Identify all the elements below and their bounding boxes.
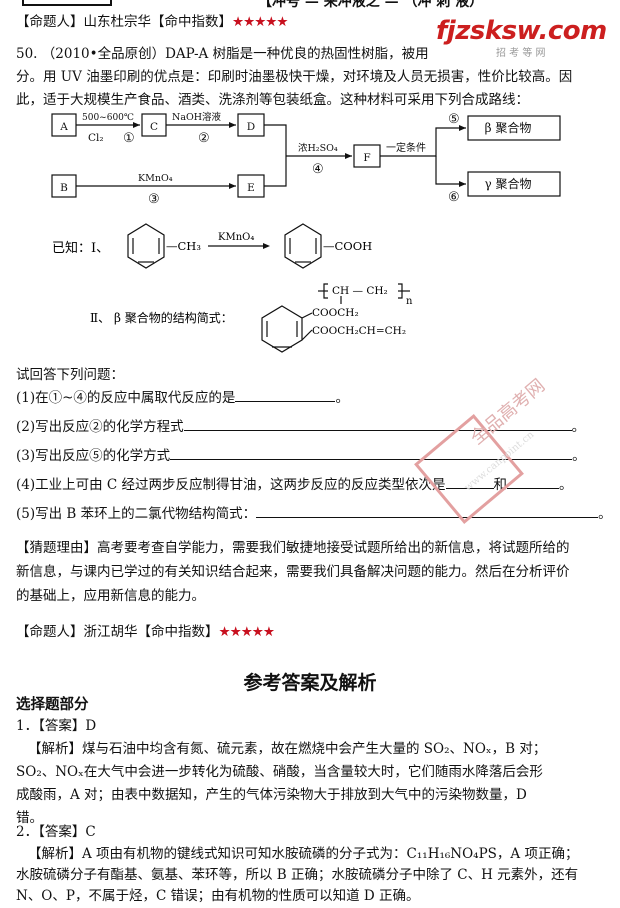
label-A: A: [59, 121, 68, 133]
answer-blank-5[interactable]: [256, 505, 599, 518]
label-D: D: [247, 121, 255, 133]
question-5: (5)写出 B 苯环上的二氯代物结构简式：。: [16, 505, 612, 522]
page-header: 【冲号 — 来冲液之 — （冲 刺 液）: [0, 0, 620, 18]
rating-stars: ★★★★★: [232, 14, 289, 30]
cond-A-C-bottom: Cl₂: [88, 132, 104, 144]
author-line: 【命题人】山东杜宗华【命中指数】★★★★★: [16, 13, 289, 31]
question-2-text: (2)写出反应②的化学方程式: [16, 419, 184, 435]
answer-1-line-2: SO₂、NOₓ在大气中会进一步转化为硫酸、硝酸，当含量较大时，它们随雨水降落后会…: [16, 764, 543, 780]
question-3: (3)写出反应⑤的化学方式。: [16, 447, 586, 464]
synthesis-scheme: A C D B E F β 聚合物 γ 聚合物 500~600℃ Cl₂ ① N…: [51, 111, 561, 205]
label-beta-polymer: β 聚合物: [485, 120, 532, 135]
answer-1-line-4: 错。: [16, 810, 43, 826]
question-4-text: (4)工业上可由 C 经过两步反应制得甘油，这两步反应的反应类型依次是: [16, 477, 446, 493]
answer-1-line-1: 【解析】煤与石油中均含有氮、硫元素，故在燃烧中会产生大量的 SO₂、NOₓ，B …: [28, 741, 547, 757]
author2-text: 【命题人】浙江胡华【命中指数】: [16, 624, 219, 640]
step-3: ③: [148, 192, 160, 205]
watermark-seal-text: 全品高考网: [466, 375, 550, 450]
known1-reagent: KMnO₄: [218, 232, 254, 243]
author-text: 【命题人】山东杜宗华【命中指数】: [16, 14, 232, 30]
repeat-n: n: [406, 296, 413, 307]
cond-B-E-top: KMnO₄: [138, 173, 173, 184]
answer-blank-4b[interactable]: [507, 476, 560, 489]
polymer-chain: CH — CH₂: [332, 285, 388, 297]
ester-group-2: COOCH₂CH=CH₂: [312, 325, 406, 337]
question-3-text: (3)写出反应⑤的化学方式: [16, 448, 171, 464]
answer-blank-3[interactable]: [170, 447, 573, 460]
question-1-text: (1)在①~④的反应中属取代反应的是: [16, 390, 236, 406]
ester-group-1: COOCH₂: [312, 307, 359, 319]
methyl-group: —CH₃: [166, 239, 201, 253]
answer-2-line-1: 【解析】A 项由有机物的键线式知识可知水胺硫磷的分子式为：C₁₁H₁₆NO₄PS…: [28, 846, 579, 862]
box-beta: [467, 115, 561, 141]
question-4-and: 和: [493, 477, 508, 493]
answer-2-head: 2．【答案】C: [16, 824, 96, 840]
question-2: (2)写出反应②的化学方程式。: [16, 418, 586, 435]
beta-polymer-structure: Ⅱ、 β 聚合物的结构简式： CH — CH₂ n COOCH₂ COOCH₂C…: [90, 283, 413, 353]
reason-line-2: 新信息，与课内已学过的有关知识结合起来，需要我们具备解决问题的能力。然后在分析评…: [16, 564, 570, 580]
answer-blank-4a[interactable]: [445, 476, 494, 489]
cond-F-other: 一定条件: [386, 141, 426, 154]
reason-line-1: 【猜题理由】高考要考查自学能力，需要我们敏捷地接受试题所给出的新信息，将试题所给…: [16, 540, 570, 556]
site-logo[interactable]: fjzsksw.com: [436, 16, 607, 46]
carboxyl-group: —COOH: [323, 239, 372, 253]
cond-A-C-top: 500~600℃: [82, 113, 134, 123]
step-4: ④: [312, 162, 324, 177]
label-B: B: [60, 182, 68, 194]
step-6: ⑥: [448, 190, 460, 205]
benzoic-acid-ring: [284, 223, 322, 269]
question-5-text: (5)写出 B 苯环上的二氯代物结构简式：: [16, 506, 257, 522]
answer-1-line-3: 成酸雨，A 对；由表中数据知，产生的气体污染物大于排放到大气中的污染物数量，D: [16, 787, 527, 803]
label-E: E: [247, 182, 255, 194]
author-line-2: 【命题人】浙江胡华【命中指数】★★★★★: [16, 623, 276, 641]
site-logo-subtitle: 招 考 等 网: [496, 48, 546, 59]
step-1: ①: [123, 131, 135, 146]
answer-blank-1[interactable]: [235, 389, 336, 402]
known1-label: 已知：Ⅰ、: [52, 240, 109, 256]
step-5: ⑤: [448, 112, 460, 127]
step-2: ②: [198, 131, 210, 146]
questions-prompt: 试回答下列问题：: [16, 367, 124, 383]
answer-2-line-3: N、O、P，不属于烃，C 错误；由有机物的性质可以知道 D 正确。: [16, 888, 420, 904]
question-intro-1: 50. （2010•全品原创）DAP-A 树脂是一种优良的热固性树脂，被用: [16, 46, 429, 62]
label-gamma-polymer: γ 聚合物: [485, 176, 532, 191]
box-gamma: [467, 171, 561, 197]
answer-1-head: 1．【答案】D: [16, 718, 97, 734]
toluene-ring: [127, 223, 165, 269]
question-1: (1)在①~④的反应中属取代反应的是。: [16, 389, 349, 406]
label-C: C: [150, 121, 158, 133]
question-4: (4)工业上可由 C 经过两步反应制得甘油，这两步反应的反应类型依次是和。: [16, 476, 573, 493]
answer-2-line-2: 水胺硫磷分子有酯基、氨基、苯环等，所以 B 正确；水胺硫磷分子中除了 C、H 元…: [16, 867, 579, 883]
reason-line-3: 的基础上，应用新信息的能力。: [16, 588, 205, 604]
answers-title: 参考答案及解析: [243, 672, 377, 694]
answer-blank-2[interactable]: [183, 418, 572, 431]
cond-E-F-top: 浓H₂SO₄: [298, 142, 338, 154]
rating-stars-2: ★★★★★: [218, 624, 276, 640]
known-reaction-1: 已知：Ⅰ、 —CH₃ KMnO₄ —COOH: [52, 223, 372, 269]
answers-section: 选择题部分: [16, 696, 89, 713]
header-title: 【冲号 — 来冲液之 — （冲 刺 液）: [258, 0, 484, 10]
header-box: [22, 0, 112, 6]
label-F: F: [363, 152, 370, 164]
known2-label: Ⅱ、 β 聚合物的结构简式：: [90, 310, 233, 325]
question-intro-3: 此，适于大规模生产食品、酒类、洗涤剂等包装纸盒。这种材料可采用下列合成路线：: [16, 92, 529, 108]
cond-C-D-top: NaOH溶液: [172, 111, 222, 123]
phthalate-ring: [261, 305, 303, 353]
question-intro-2: 分。用 UV 油墨印刷的优点是：印刷时油墨极快干燥，对环境及人员无损害，性价比较…: [16, 69, 573, 85]
